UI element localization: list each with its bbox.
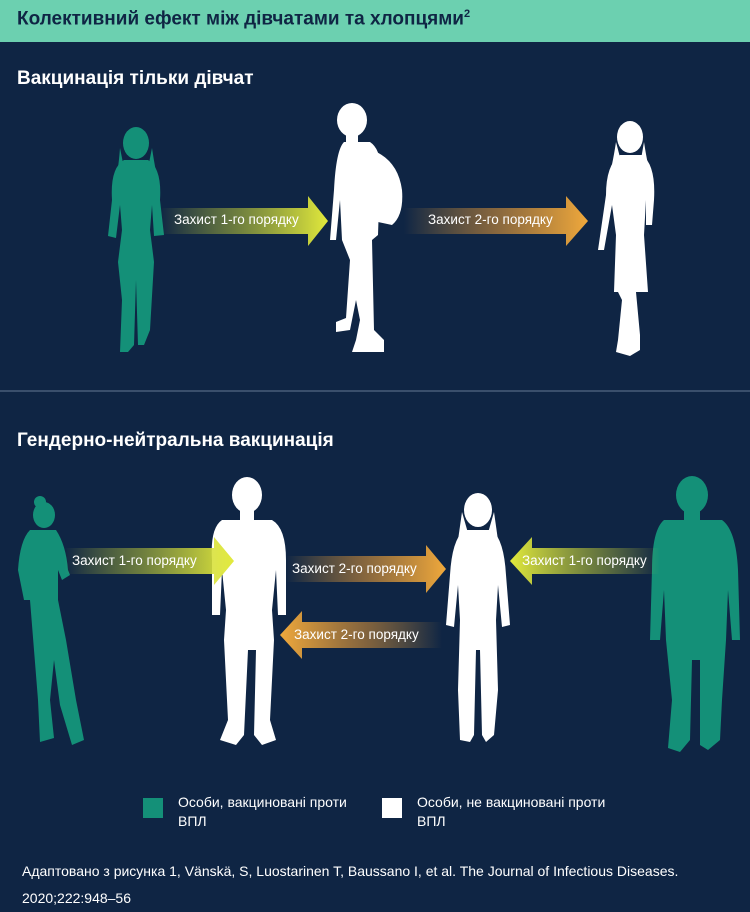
legend-vaccinated-swatch	[143, 798, 163, 818]
legend-unvaccinated-label: Особи, не вакциновані проти ВПЛ	[417, 794, 606, 829]
header-superscript: 2	[464, 8, 471, 20]
vaccinated-girl-figure	[108, 127, 164, 352]
s2-arrow-first-order-right-label: Захист 1-го порядку	[522, 553, 647, 568]
s2-arrow-second-order-left-label: Захист 2-го порядку	[294, 627, 419, 642]
source-citation: Адаптовано з рисунка 1, Vänskä, S, Luost…	[22, 863, 679, 906]
s1-arrow-second-order-label: Захист 2-го порядку	[428, 212, 553, 227]
unvaccinated-girl-figure	[598, 121, 655, 356]
header-title: Колективний ефект між дівчатами та хлопц…	[17, 8, 464, 30]
legend-vaccinated-label: Особи, вакциновані проти ВПЛ	[178, 794, 347, 829]
vaccinated-man-figure	[650, 476, 740, 752]
s1-arrow-first-order	[160, 196, 328, 246]
legend-unvaccinated-swatch	[382, 798, 402, 818]
unvaccinated-man-figure	[211, 477, 286, 745]
page-header: Колективний ефект між дівчатами та хлопц…	[0, 0, 750, 42]
unvaccinated-boy-backpack-figure	[330, 103, 403, 352]
s1-arrow-second-order	[404, 196, 588, 246]
s1-arrow-first-order-label: Захист 1-го порядку	[174, 212, 299, 227]
vaccinated-woman-figure	[18, 496, 84, 745]
s2-arrow-first-order-right	[510, 537, 660, 585]
section-divider	[0, 390, 750, 392]
s2-arrow-second-order-left	[280, 611, 442, 659]
section1-title: Вакцинація тільки дівчат	[17, 68, 254, 89]
unvaccinated-woman-figure	[446, 493, 510, 742]
s2-arrow-second-order-right	[286, 545, 446, 593]
s2-arrow-first-order-left-label: Захист 1-го порядку	[72, 553, 197, 568]
section2-title: Гендерно-нейтральна вакцинація	[17, 430, 334, 451]
s2-arrow-second-order-right-label: Захист 2-го порядку	[292, 561, 417, 576]
s2-arrow-first-order-left	[64, 537, 234, 585]
